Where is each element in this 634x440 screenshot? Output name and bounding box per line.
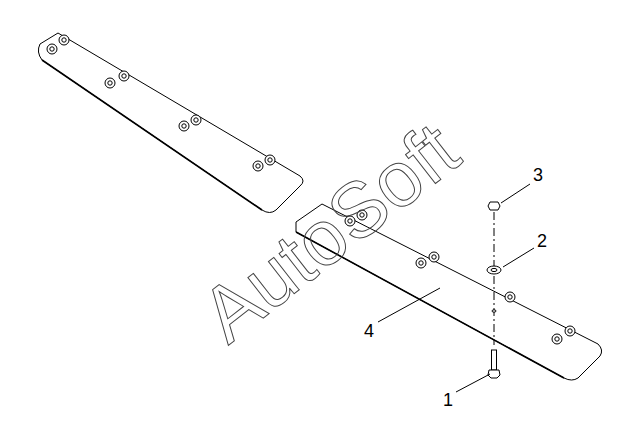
callout-number: 1 <box>443 391 453 409</box>
callout-number: 2 <box>537 232 547 250</box>
callout-number: 4 <box>364 322 374 340</box>
callout-number: 3 <box>533 166 543 184</box>
